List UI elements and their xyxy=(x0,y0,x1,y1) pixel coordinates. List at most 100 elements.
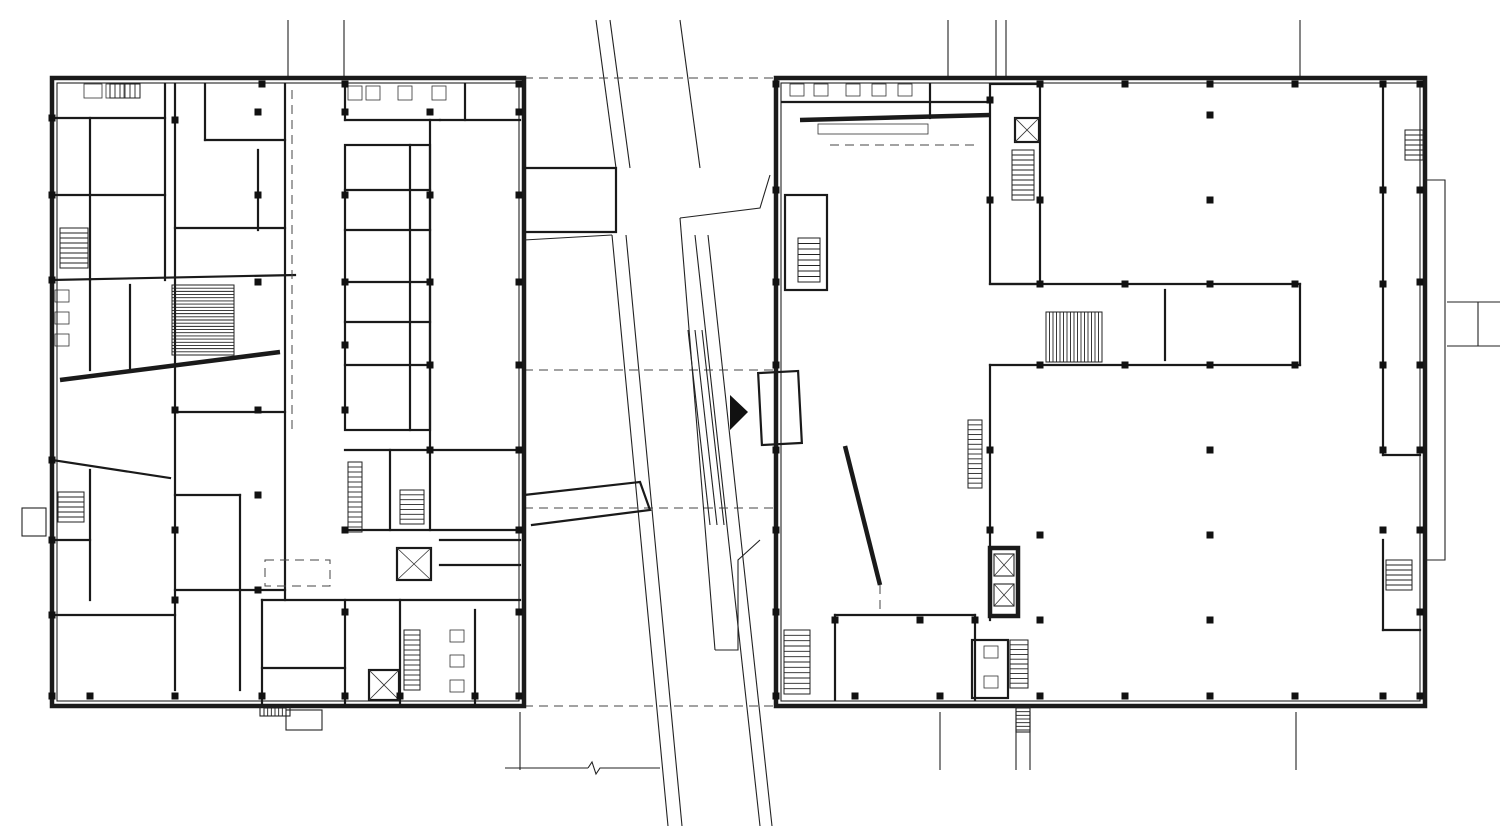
column-marker xyxy=(254,586,262,594)
column-marker xyxy=(48,692,56,700)
column-marker xyxy=(254,406,262,414)
column-marker xyxy=(1379,361,1387,369)
column-marker xyxy=(1121,280,1129,288)
column-marker xyxy=(772,80,780,88)
column-marker xyxy=(772,608,780,616)
west-wing xyxy=(21,75,527,731)
column-marker xyxy=(831,616,839,624)
entrance-arrow-icon xyxy=(730,395,748,430)
column-marker xyxy=(1036,531,1044,539)
west-elevators xyxy=(367,546,433,702)
column-marker xyxy=(48,611,56,619)
column-marker xyxy=(1121,80,1129,88)
column-marker xyxy=(772,692,780,700)
column-marker xyxy=(1379,80,1387,88)
column-marker xyxy=(515,278,523,286)
column-marker xyxy=(258,692,266,700)
column-marker xyxy=(1036,280,1044,288)
column-marker xyxy=(971,616,979,624)
column-marker xyxy=(48,191,56,199)
west-stairs xyxy=(57,83,425,717)
column-marker xyxy=(341,278,349,286)
column-marker xyxy=(1206,692,1214,700)
column-marker xyxy=(1416,186,1424,194)
column-marker xyxy=(1206,196,1214,204)
connecting-bridges xyxy=(522,166,771,651)
column-marker xyxy=(1416,692,1424,700)
column-marker xyxy=(1291,80,1299,88)
column-marker xyxy=(341,80,349,88)
column-marker xyxy=(916,616,924,624)
column-marker xyxy=(254,491,262,499)
column-marker xyxy=(1379,186,1387,194)
column-marker xyxy=(515,446,523,454)
column-marker xyxy=(936,692,944,700)
column-marker xyxy=(1206,531,1214,539)
column-marker xyxy=(1121,361,1129,369)
column-marker xyxy=(1291,280,1299,288)
column-marker xyxy=(986,446,994,454)
column-marker xyxy=(171,692,179,700)
column-marker xyxy=(515,108,523,116)
column-marker xyxy=(1206,616,1214,624)
column-marker xyxy=(1416,361,1424,369)
column-marker xyxy=(515,80,523,88)
column-marker xyxy=(1416,608,1424,616)
column-marker xyxy=(772,361,780,369)
column-marker xyxy=(772,278,780,286)
column-marker xyxy=(1291,692,1299,700)
column-marker xyxy=(86,692,94,700)
column-marker xyxy=(171,116,179,124)
column-marker xyxy=(258,80,266,88)
column-marker xyxy=(254,108,262,116)
column-marker xyxy=(1121,692,1129,700)
column-marker xyxy=(1206,361,1214,369)
column-marker xyxy=(772,526,780,534)
column-marker xyxy=(254,278,262,286)
column-marker xyxy=(171,596,179,604)
column-marker xyxy=(1379,692,1387,700)
column-marker xyxy=(341,406,349,414)
structural-columns xyxy=(48,80,1424,700)
west-toilets xyxy=(54,83,465,693)
column-marker xyxy=(1036,196,1044,204)
column-marker xyxy=(426,108,434,116)
column-marker xyxy=(1379,526,1387,534)
column-marker xyxy=(254,191,262,199)
column-marker xyxy=(1416,80,1424,88)
column-marker xyxy=(1036,80,1044,88)
column-marker xyxy=(426,191,434,199)
column-marker xyxy=(515,526,523,534)
column-marker xyxy=(986,526,994,534)
column-marker xyxy=(515,361,523,369)
column-marker xyxy=(48,536,56,544)
column-marker xyxy=(48,456,56,464)
column-marker xyxy=(772,446,780,454)
column-marker xyxy=(1206,280,1214,288)
column-marker xyxy=(515,608,523,616)
column-marker xyxy=(341,191,349,199)
column-marker xyxy=(171,406,179,414)
column-marker xyxy=(515,191,523,199)
column-marker xyxy=(1379,280,1387,288)
column-marker xyxy=(1379,446,1387,454)
column-marker xyxy=(1416,446,1424,454)
column-marker xyxy=(426,361,434,369)
column-marker xyxy=(341,341,349,349)
column-marker xyxy=(48,276,56,284)
column-marker xyxy=(515,692,523,700)
column-marker xyxy=(772,186,780,194)
column-marker xyxy=(1036,361,1044,369)
column-marker xyxy=(341,692,349,700)
column-marker xyxy=(1036,616,1044,624)
column-marker xyxy=(1291,361,1299,369)
column-marker xyxy=(426,278,434,286)
east-stairs xyxy=(783,129,1424,731)
column-marker xyxy=(1416,526,1424,534)
column-marker xyxy=(986,196,994,204)
column-marker xyxy=(471,692,479,700)
column-marker xyxy=(1206,446,1214,454)
east-wing xyxy=(756,75,1446,733)
column-marker xyxy=(426,446,434,454)
